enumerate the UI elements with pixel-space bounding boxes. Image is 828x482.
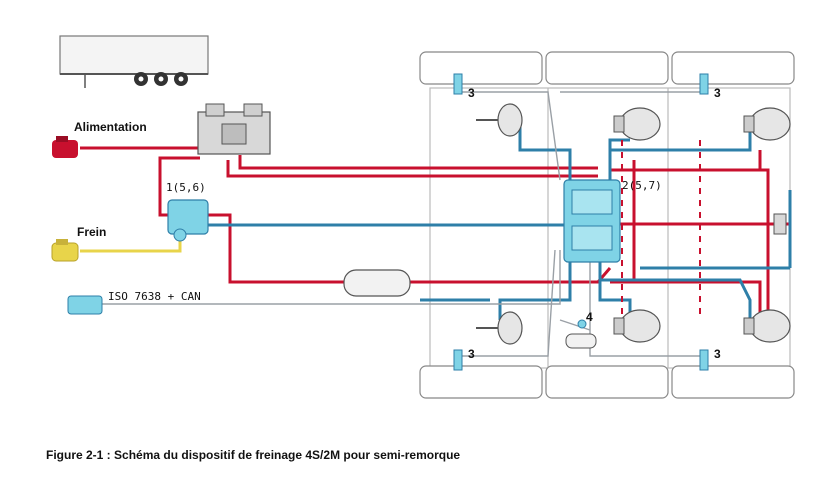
wheel-rear-left bbox=[419, 365, 543, 399]
label-sensor-rear-right: 3 bbox=[714, 347, 721, 361]
semi-trailer-icon bbox=[59, 35, 209, 88]
wheel-rear-right bbox=[671, 365, 795, 399]
control-lines bbox=[200, 118, 792, 320]
supply-lines bbox=[80, 146, 790, 330]
trailer-control-valve bbox=[167, 199, 209, 242]
label-modulator: 2(5,7) bbox=[622, 179, 662, 192]
dashed-lines bbox=[621, 140, 701, 320]
label-air-suspension: 4 bbox=[586, 310, 593, 324]
brake-coupling-head bbox=[51, 239, 79, 262]
wheel-rear-middle bbox=[545, 365, 669, 399]
label-supply: Alimentation bbox=[74, 120, 147, 134]
wheel-front-right bbox=[671, 51, 795, 85]
wheel-front-left bbox=[419, 51, 543, 85]
label-sensor-rear-left: 3 bbox=[468, 347, 475, 361]
abs-sensor-rear-right bbox=[699, 349, 709, 371]
relay-valve-block bbox=[197, 103, 271, 155]
abs-sensor-front-right bbox=[699, 73, 709, 95]
air-suspension-bellows bbox=[565, 319, 597, 349]
wheel-front-middle bbox=[545, 51, 669, 85]
air-reservoir bbox=[343, 269, 411, 297]
abs-modulator bbox=[563, 179, 621, 263]
label-trailer-valve: 1(5,6) bbox=[166, 181, 206, 194]
brake-chamber-front-middle bbox=[613, 107, 661, 141]
supply-coupling-head bbox=[52, 136, 78, 158]
label-sensor-front-left: 3 bbox=[468, 86, 475, 100]
iso-connector bbox=[67, 295, 103, 315]
pressure-valve bbox=[773, 213, 787, 235]
electric-lines bbox=[100, 91, 700, 357]
abs-sensor-rear-left bbox=[453, 349, 463, 371]
label-brake: Frein bbox=[77, 225, 106, 239]
label-iso: ISO 7638 + CAN bbox=[108, 290, 201, 303]
brake-chamber-rear-right bbox=[743, 309, 791, 343]
brake-chamber-front-left bbox=[476, 103, 523, 137]
label-sensor-front-right: 3 bbox=[714, 86, 721, 100]
brake-chamber-rear-left bbox=[476, 311, 523, 345]
abs-sensor-front-left bbox=[453, 73, 463, 95]
brake-chamber-front-right bbox=[743, 107, 791, 141]
brake-chamber-rear-middle bbox=[613, 309, 661, 343]
figure-caption: Figure 2-1 : Schéma du dispositif de fre… bbox=[46, 448, 461, 462]
